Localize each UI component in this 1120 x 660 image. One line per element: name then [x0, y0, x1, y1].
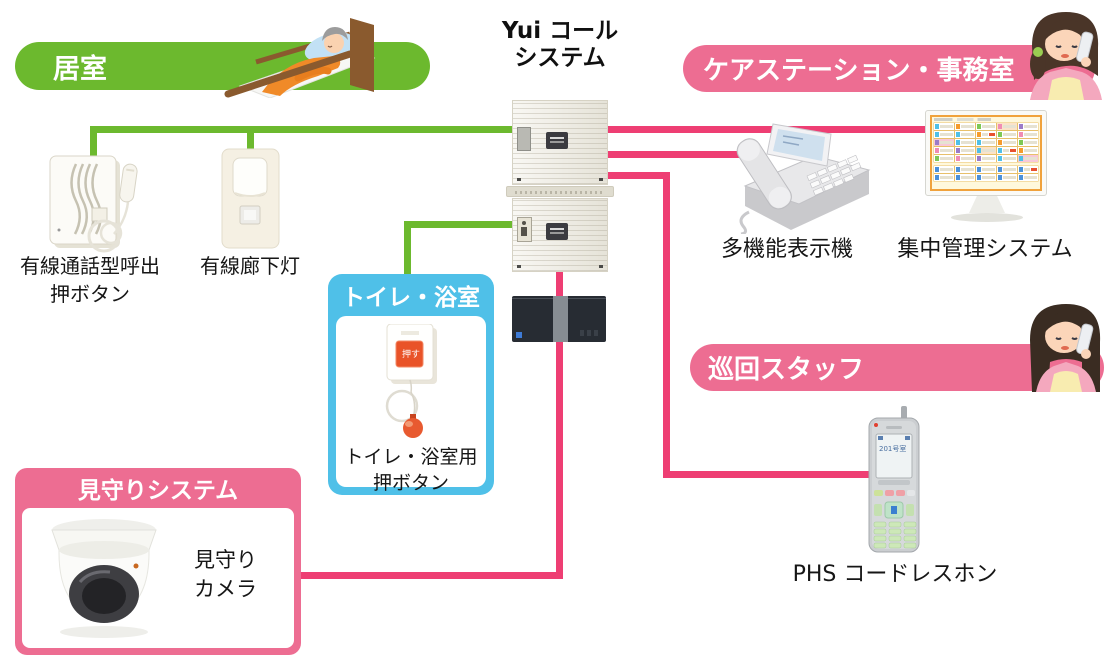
monitoring-panel: 見守り カメラ — [22, 508, 294, 648]
phs-screen-text: 201号室 — [879, 444, 906, 453]
wire-to-central-system — [608, 126, 933, 133]
wire-camera-vertical — [556, 270, 563, 579]
monitor-screen-grid — [932, 122, 1040, 182]
system-title: Yui コール システム — [501, 18, 619, 72]
toilet-bath-panel: 押す トイレ・浴室用 押ボタン — [336, 316, 486, 494]
corridor-light-caption: 有線廊下灯 — [200, 254, 300, 278]
wire-stub-call-button — [90, 126, 97, 160]
dome-camera-illustration — [51, 519, 157, 638]
display-phone-caption: 多機能表示機 — [720, 237, 853, 262]
control-unit-1 — [512, 100, 608, 185]
section-label-care-station: ケアステーション・事務室 — [683, 45, 1095, 92]
patrol-label: 巡回スタッフ — [708, 355, 865, 385]
toilet-bath-header: トイレ・浴室 — [342, 285, 480, 311]
wire-room-bus — [90, 126, 512, 133]
bed-patient-illustration — [224, 18, 376, 98]
central-system-monitor — [925, 110, 1049, 222]
living-room-label: 居室 — [53, 53, 107, 85]
care-station-label: ケアステーション・事務室 — [703, 56, 1015, 86]
patrol-staff-illustration — [1030, 304, 1101, 392]
monitor-bezel — [925, 110, 1047, 196]
monitor-toolbar — [934, 118, 1038, 121]
wire-stub-corridor-light — [247, 126, 254, 154]
central-system-caption: 集中管理システム — [897, 237, 1073, 262]
monitor-base — [951, 213, 1023, 222]
wire-phs-vertical — [663, 172, 670, 478]
unit2-icon — [517, 217, 532, 242]
unit1-display — [517, 127, 531, 151]
camera-caption: 見守り カメラ — [194, 548, 257, 601]
display-phone-illustration — [736, 123, 871, 234]
control-unit-2 — [512, 198, 608, 272]
wire-toilet-horizontal — [404, 221, 512, 228]
wire-phs-horizontal-top — [608, 172, 670, 179]
care-staff-illustration — [1030, 12, 1102, 100]
unit-tray — [506, 186, 614, 197]
wire-camera-horizontal — [298, 572, 563, 579]
section-toilet-bath: トイレ・浴室 押す トイレ・浴室用 押ボタン — [328, 274, 494, 495]
monitor-screen — [930, 115, 1042, 191]
unit1-logo — [546, 132, 568, 149]
toilet-pull-button-illustration: 押す — [385, 324, 437, 438]
unit2-logo — [546, 223, 568, 240]
toilet-button-caption: トイレ・浴室用 押ボタン — [344, 446, 478, 495]
section-monitoring: 見守りシステム 見守り カメラ — [15, 468, 301, 655]
server-box — [512, 296, 606, 342]
wire-to-display-phone — [608, 151, 748, 158]
wire-toilet-vertical — [404, 221, 411, 279]
wired-call-button-illustration — [49, 155, 138, 253]
corridor-light-illustration — [221, 148, 280, 249]
monitoring-header: 見守りシステム — [77, 478, 239, 504]
wire-phs-horizontal-bottom — [663, 471, 878, 478]
phs-handset-illustration: 201号室 — [868, 406, 920, 553]
monitor-stand — [969, 196, 1005, 213]
toilet-button-text: 押す — [402, 348, 420, 360]
call-button-caption: 有線通話型呼出 押ボタン — [20, 254, 160, 306]
phs-caption: PHS コードレスホン — [792, 562, 998, 587]
